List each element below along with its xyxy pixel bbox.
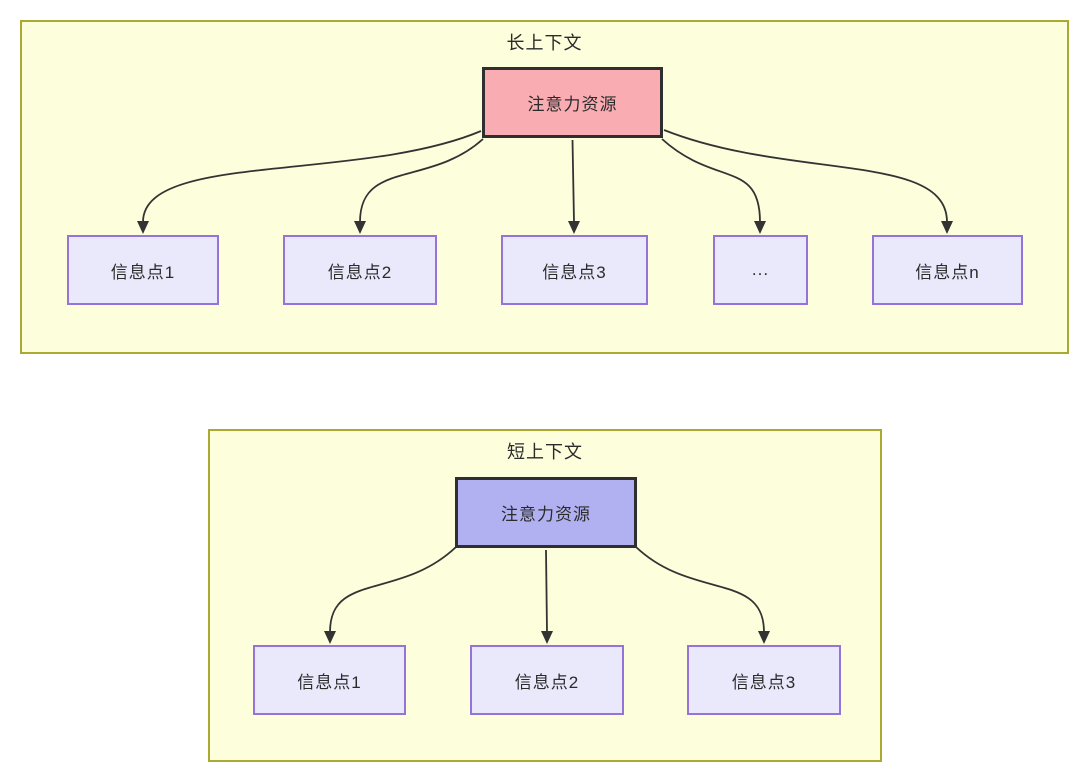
short-info-point-3-label: 信息点3 <box>731 672 797 692</box>
short-info-point-2-box: 信息点2 <box>470 645 624 715</box>
long-info-point-ellipsis-label: ... <box>751 260 770 279</box>
short-attention-resource-label: 注意力资源 <box>501 505 591 524</box>
short-info-point-1-label: 信息点1 <box>297 672 362 692</box>
long-info-point-2-box: 信息点2 <box>283 235 437 305</box>
long-info-point-3-box: 信息点3 <box>501 235 648 305</box>
long-info-point-1-label: 信息点1 <box>110 262 176 282</box>
long-attention-resource-box: 注意力资源 <box>482 67 663 138</box>
long-info-point-ellipsis-box: ... <box>713 235 808 305</box>
long-info-point-1-box: 信息点1 <box>67 235 219 305</box>
short-info-point-1-box: 信息点1 <box>253 645 406 715</box>
short-info-point-3-box: 信息点3 <box>687 645 841 715</box>
long-attention-resource-label: 注意力资源 <box>527 95 618 114</box>
short-attention-resource-box: 注意力资源 <box>455 477 637 548</box>
short-context-title: 短上下文 <box>507 442 583 462</box>
short-info-point-2-label: 信息点2 <box>514 672 580 692</box>
long-info-point-2-label: 信息点2 <box>327 262 393 282</box>
long-context-title: 长上下文 <box>506 33 583 53</box>
long-info-point-3-label: 信息点3 <box>542 262 607 282</box>
long-info-point-n-box: 信息点n <box>872 235 1023 305</box>
long-info-point-n-label: 信息点n <box>915 262 980 282</box>
